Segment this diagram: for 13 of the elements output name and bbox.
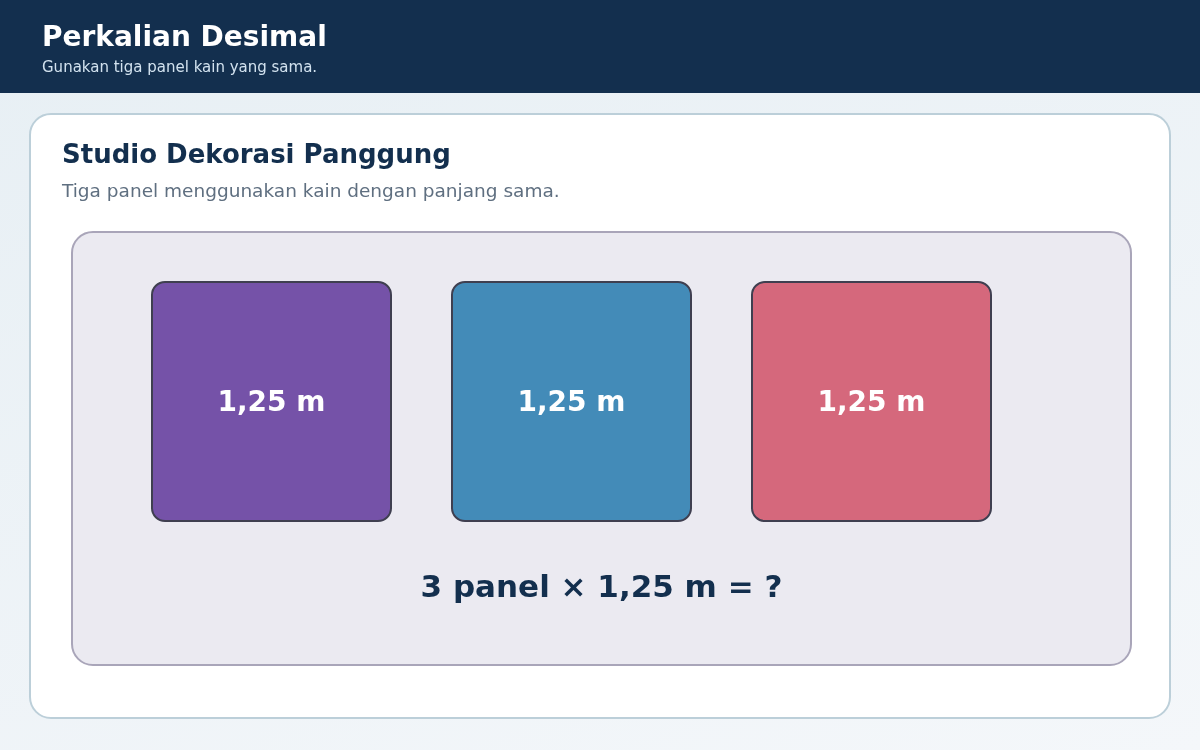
subtitle: Gunakan tiga panel kain yang sama. bbox=[42, 58, 318, 77]
equation-text: 3 panel × 1,25 m = ? bbox=[419, 567, 784, 606]
fabric-panel bbox=[451, 281, 692, 522]
fabric-panel bbox=[751, 281, 992, 522]
length-label: 1,25 m bbox=[816, 384, 927, 420]
card-description: Tiga panel menggunakan kain dengan panjang sama. bbox=[62, 179, 560, 203]
content-card bbox=[29, 113, 1171, 719]
fabric-panel bbox=[151, 281, 392, 522]
page-title: Perkalian Desimal bbox=[42, 19, 327, 55]
length-label: 1,25 m bbox=[216, 384, 327, 420]
length-label: 1,25 m bbox=[516, 384, 627, 420]
stage-panel bbox=[71, 231, 1132, 666]
card-heading: Studio Dekorasi Panggung bbox=[62, 138, 451, 171]
